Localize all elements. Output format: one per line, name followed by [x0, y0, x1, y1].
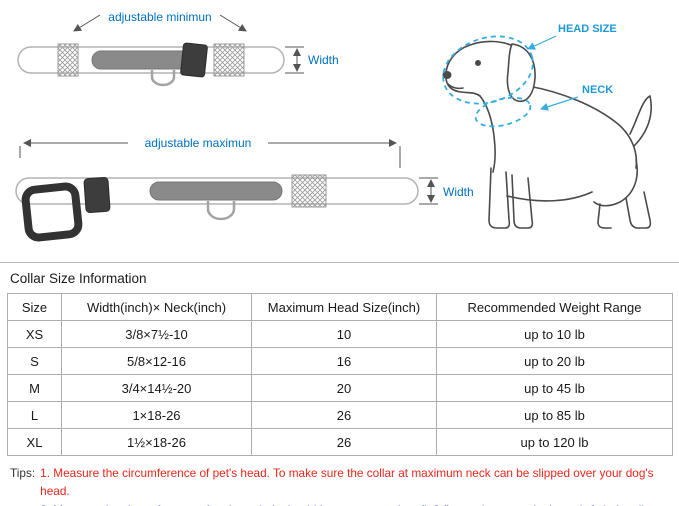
- table-row: XL 1½×18-26 26 up to 120 lb: [7, 428, 673, 456]
- dog-eye: [475, 60, 481, 66]
- cell-weight: up to 45 lb: [436, 374, 673, 402]
- tips-section: Tips: 1. Measure the circumference of pe…: [10, 464, 679, 506]
- collar-adjuster: [213, 43, 245, 77]
- col-header-size: Size: [7, 293, 62, 321]
- extension-lines: [285, 46, 304, 74]
- neck-arrow: [540, 96, 579, 111]
- cell-width-neck: 1×18-26: [61, 401, 252, 429]
- collar-adjuster: [291, 174, 327, 208]
- table-row: S 5/8×12-16 16 up to 20 lb: [7, 347, 673, 375]
- cell-weight: up to 10 lb: [436, 320, 673, 348]
- dimension-arrow-right: [219, 14, 247, 32]
- neck-ellipse: [474, 96, 532, 128]
- cell-width-neck: 3/8×7½-10: [61, 320, 252, 348]
- collar-diagram: adjustable minimun Width adjustable maxi…: [15, 10, 652, 242]
- cell-size: L: [7, 401, 62, 429]
- table-row: M 3/4×14½-20 20 up to 45 lb: [7, 374, 673, 402]
- cell-head-size: 26: [251, 428, 437, 456]
- cell-width-neck: 5/8×12-16: [61, 347, 252, 375]
- width-dimension-min: Width: [285, 46, 339, 74]
- adjustable-min-label: adjustable minimun: [108, 10, 211, 24]
- dog-nose: [442, 71, 452, 79]
- section-title: Collar Size Information: [0, 262, 679, 293]
- collar-min-diagram: [17, 42, 285, 87]
- cell-head-size: 10: [251, 320, 437, 348]
- cell-size: S: [7, 347, 62, 375]
- cell-weight: up to 120 lb: [436, 428, 673, 456]
- head-size-arrow: [527, 35, 557, 50]
- cell-size: XS: [7, 320, 62, 348]
- dog-tail: [629, 95, 652, 147]
- tips-label: Tips:: [10, 466, 36, 480]
- tip-measure-neck: 2. Measure the circumference of pet's ne…: [40, 501, 679, 506]
- cell-weight: up to 20 lb: [436, 347, 673, 375]
- col-header-max-head-size: Maximum Head Size(inch): [251, 293, 437, 321]
- adjustable-max-dimension: adjustable maximun: [19, 136, 401, 168]
- collar-metal-buckle: [21, 182, 83, 242]
- adjustable-max-label: adjustable maximun: [145, 136, 252, 150]
- collar-d-ring: [150, 70, 176, 87]
- head-size-ellipse: [442, 35, 534, 105]
- collar-keeper: [83, 176, 111, 214]
- width-label-min: Width: [308, 53, 339, 67]
- cell-head-size: 20: [251, 374, 437, 402]
- dog-illustration: [442, 40, 652, 229]
- collar-pad: [91, 50, 191, 70]
- cell-weight: up to 85 lb: [436, 401, 673, 429]
- cell-size: XL: [7, 428, 62, 456]
- head-size-label: HEAD SIZE: [558, 23, 617, 35]
- table-row: XS 3/8×7½-10 10 up to 10 lb: [7, 320, 673, 348]
- collar-size-information-section: Collar Size Information Size Width(inch)…: [0, 262, 679, 506]
- neck-annotation: NECK: [540, 84, 613, 111]
- cell-head-size: 26: [251, 401, 437, 429]
- size-table: Size Width(inch)× Neck(inch) Maximum Hea…: [7, 293, 673, 456]
- cell-size: M: [7, 374, 62, 402]
- collar-buckle: [180, 42, 208, 78]
- col-header-weight-range: Recommended Weight Range: [436, 293, 673, 321]
- table-row: L 1×18-26 26 up to 85 lb: [7, 401, 673, 429]
- col-header-width-neck: Width(inch)× Neck(inch): [61, 293, 252, 321]
- head-size-annotation: HEAD SIZE: [527, 23, 617, 50]
- tip-measure-head: 1. Measure the circumference of pet's he…: [40, 466, 654, 499]
- adjustable-min-dimension: adjustable minimun: [73, 10, 247, 32]
- collar-d-ring: [206, 201, 236, 221]
- cell-width-neck: 3/4×14½-20: [61, 374, 252, 402]
- extension-lines: [419, 177, 438, 205]
- collar-pad: [149, 181, 283, 201]
- cell-width-neck: 1½×18-26: [61, 428, 252, 456]
- dog-ear: [506, 43, 536, 103]
- tips-list: 1. Measure the circumference of pet's he…: [40, 464, 679, 506]
- collar-slider: [57, 43, 79, 77]
- cell-head-size: 16: [251, 347, 437, 375]
- width-label-max: Width: [443, 185, 474, 199]
- dimension-arrow-left: [73, 14, 101, 32]
- collar-max-diagram: [15, 174, 419, 242]
- table-header-row: Size Width(inch)× Neck(inch) Maximum Hea…: [7, 293, 673, 321]
- width-dimension-max: Width: [419, 177, 474, 205]
- neck-label: NECK: [582, 84, 613, 96]
